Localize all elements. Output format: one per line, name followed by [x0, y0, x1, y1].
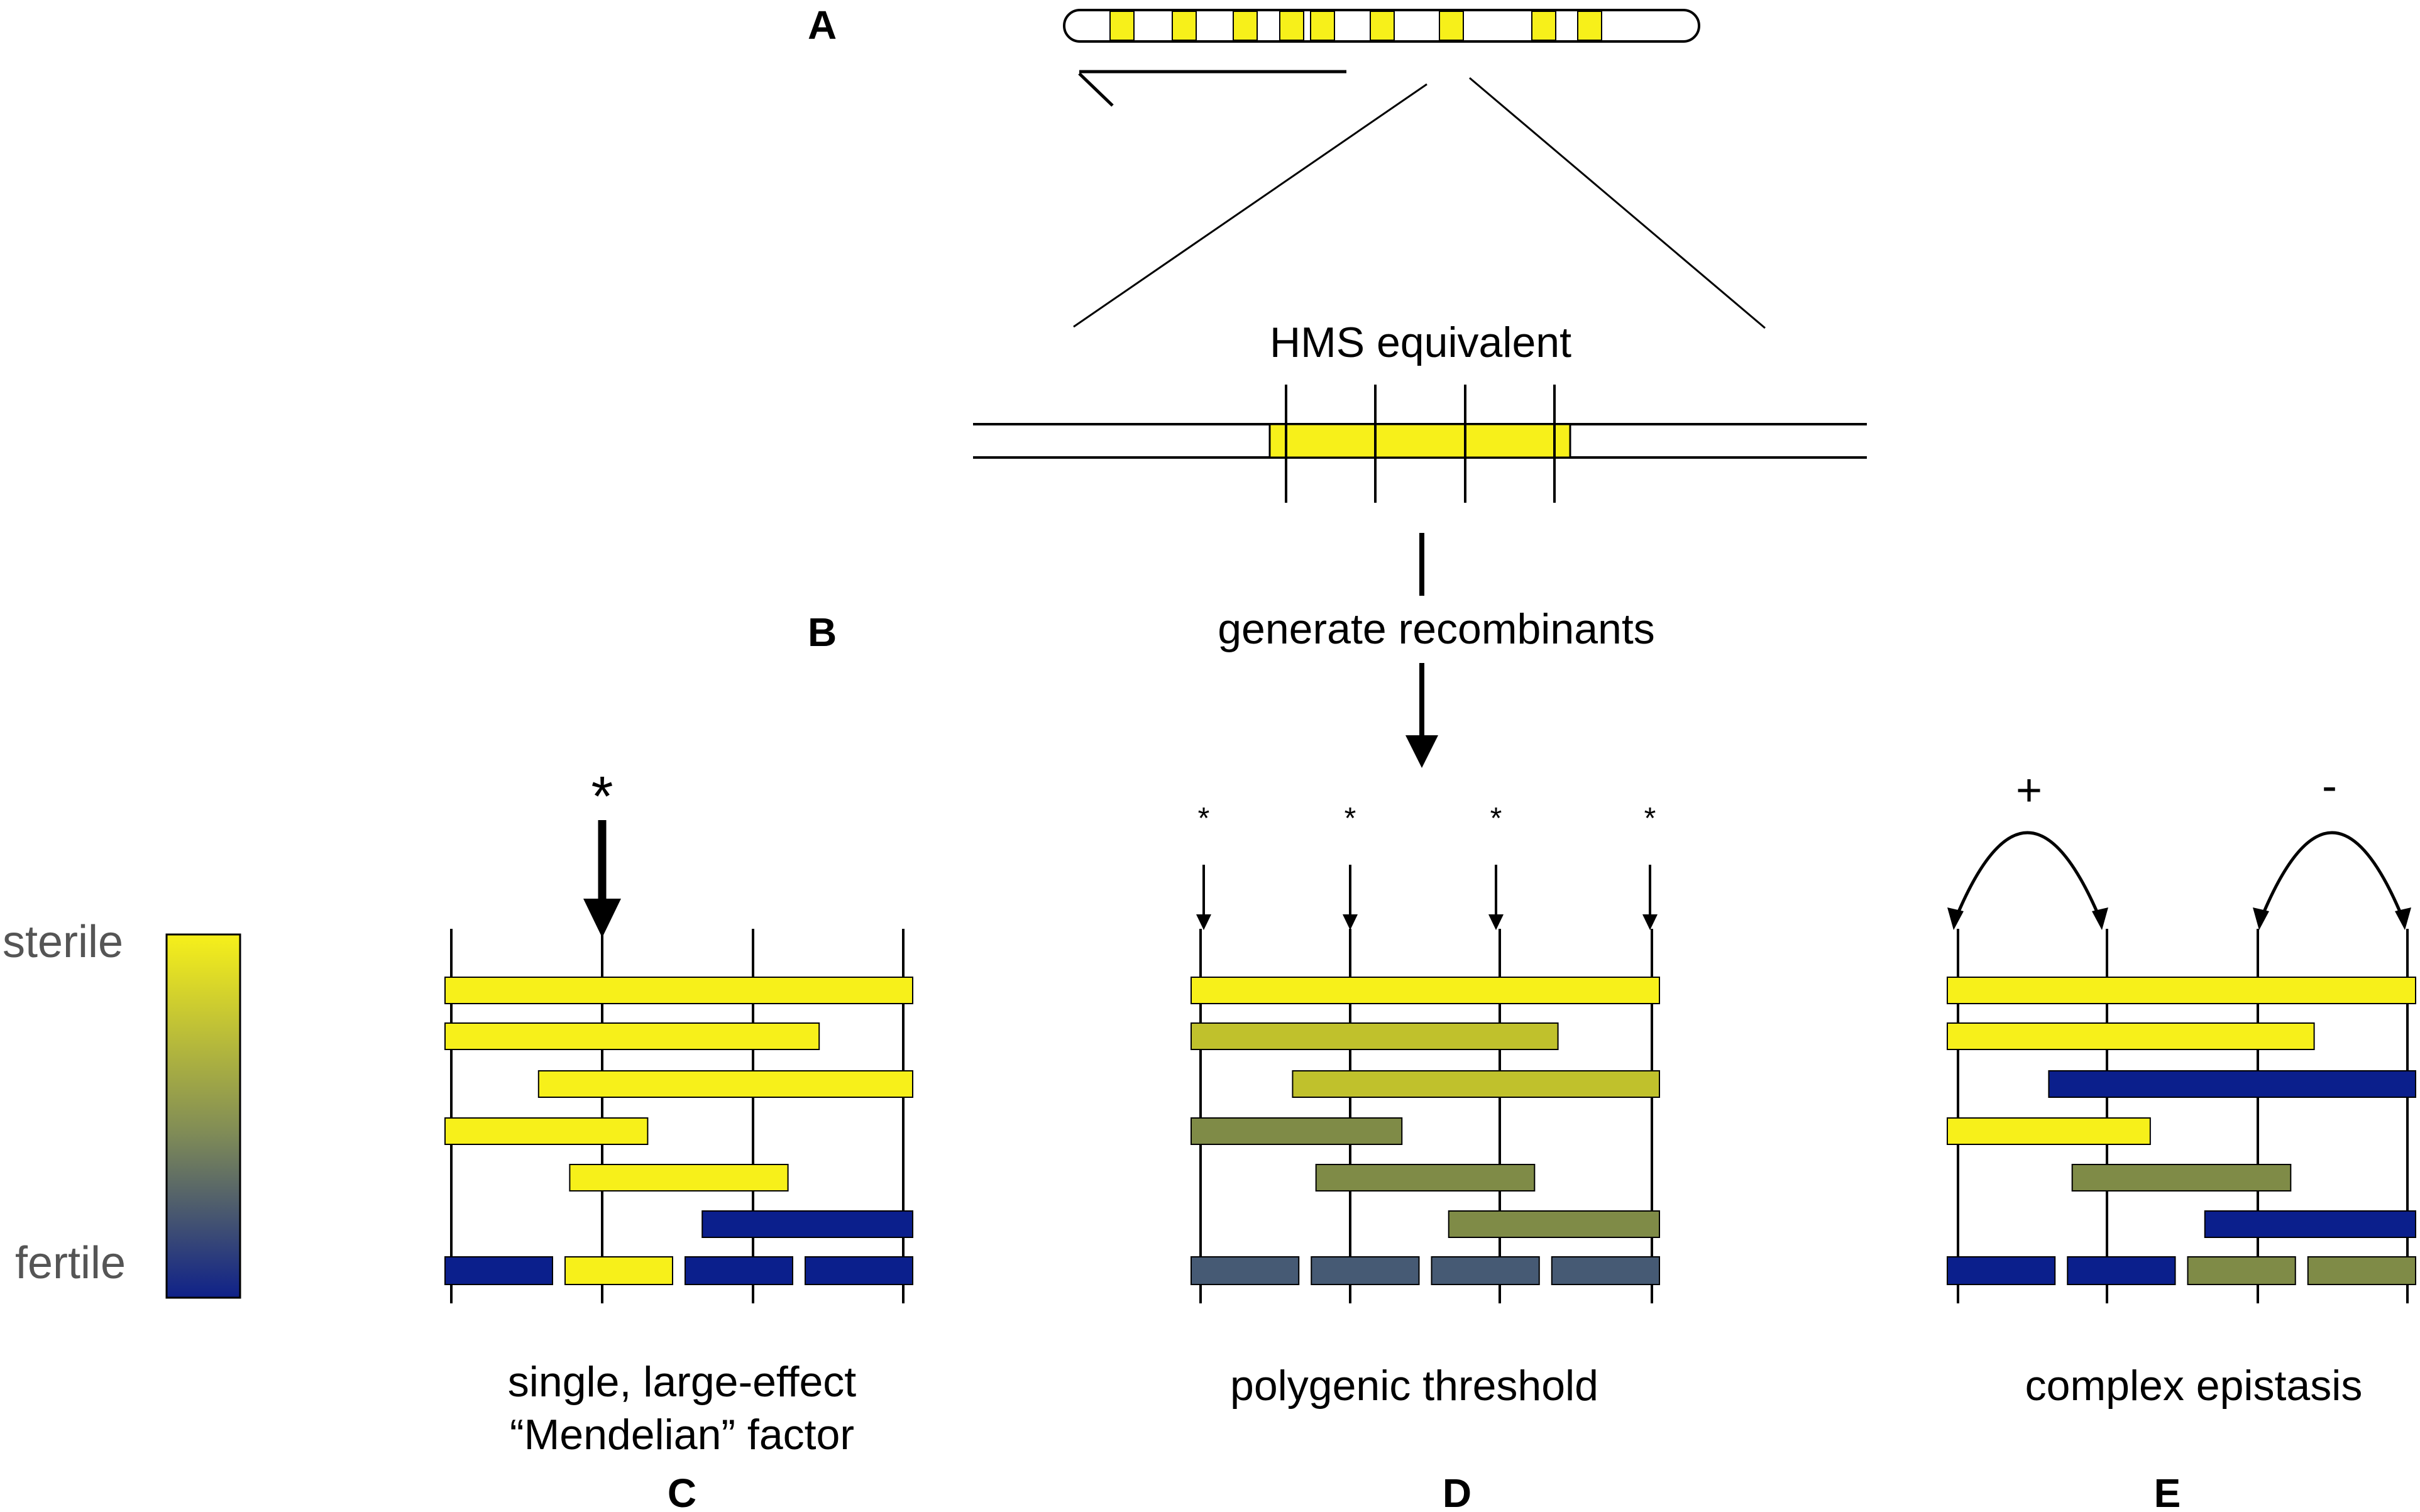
panel-letter-b: B [808, 610, 837, 655]
zoom-line-left [1073, 83, 1427, 328]
chromosome-band [1370, 11, 1395, 41]
panel-letter-c: C [668, 1471, 696, 1512]
single-locus-segment [2307, 1256, 2416, 1285]
chromosome-band [1577, 11, 1602, 41]
centromere-hook [1078, 72, 1114, 107]
single-locus-segment [1551, 1256, 1660, 1285]
large-effect-arrow-head [583, 899, 621, 938]
recombinant-bar [1191, 1022, 1559, 1050]
caption-c-line2: “Mendelian” factor [510, 1411, 854, 1459]
recombinant-bar [537, 1070, 913, 1098]
recombinant-bar [444, 977, 913, 1004]
color-scale: sterile fertile [3, 917, 241, 1299]
recombinant-bar [1191, 977, 1660, 1004]
single-locus-segment [444, 1256, 553, 1285]
caption-c-line1: single, large-effect [508, 1358, 857, 1406]
chromosome-bands [1109, 11, 1602, 41]
single-locus-segment [564, 1256, 673, 1285]
negative-epistasis-arc [2260, 831, 2404, 918]
single-locus-segment [2067, 1256, 2176, 1285]
color-scale-bar [165, 933, 241, 1299]
arc-arrow-head [2253, 907, 2269, 930]
recombinant-bar [1191, 1117, 1403, 1145]
scale-label-sterile: sterile [3, 917, 123, 967]
recombinant-bar [1448, 1210, 1660, 1238]
recombinant-bar [569, 1164, 789, 1192]
recombinant-bar [701, 1210, 913, 1238]
hms-region-label: HMS equivalent [1270, 319, 1571, 366]
hms-region [1268, 423, 1571, 459]
chromosome-band [1109, 11, 1135, 41]
arc-arrow-head [1947, 907, 1964, 930]
single-locus-segment [1191, 1256, 1300, 1285]
panel-a: A [808, 3, 1766, 329]
recombinant-bar [1947, 1022, 2315, 1050]
chromosome-band [1439, 11, 1464, 41]
positive-epistasis-arc [1954, 831, 2101, 918]
caption-d: polygenic threshold [1230, 1362, 1598, 1410]
generate-recombinants-label: generate recombinants [1218, 605, 1655, 653]
chromosome-band [1531, 11, 1556, 41]
single-locus-segment [1431, 1256, 1540, 1285]
single-locus-segment [1947, 1256, 2056, 1285]
single-locus-segment [685, 1256, 793, 1285]
caption-e: complex epistasis [2025, 1362, 2363, 1410]
single-locus-segment [805, 1256, 913, 1285]
zoom-line-right [1469, 77, 1766, 329]
qtl-star-2: * [1345, 802, 1356, 835]
qtl-star-3: * [1490, 802, 1502, 835]
chromosome-band [1310, 11, 1335, 41]
process-arrow-head [1405, 735, 1438, 768]
recombinant-bar [444, 1022, 820, 1050]
recombinant-bar [1947, 977, 2416, 1004]
recombinant-bar [1947, 1117, 2151, 1145]
qtl-star-4: * [1644, 802, 1656, 835]
recombinant-bar [2071, 1164, 2292, 1192]
recombinant-bar [1292, 1070, 1661, 1098]
panel-c: * single, large-effect “Mendelian” facto… [444, 765, 913, 1512]
recombinant-bar [2204, 1210, 2416, 1238]
panel-b: B HMS equivalent generate recombinants [808, 319, 1867, 768]
scale-label-fertile: fertile [15, 1238, 126, 1288]
panel-e: + - complex epistasis E [1947, 761, 2417, 1512]
qtl-star-1: * [1198, 802, 1210, 835]
panel-letter-e: E [2154, 1471, 2181, 1512]
arc-arrow-head [2395, 907, 2411, 930]
recombinant-bar [2048, 1070, 2417, 1098]
chromosome-band [1279, 11, 1304, 41]
small-effect-arrows: * * * * [1196, 802, 1658, 930]
recombinant-bar [444, 1117, 649, 1145]
panel-d: * * * * polygenic threshold D [1191, 802, 1661, 1512]
single-locus-segment [2187, 1256, 2296, 1285]
negative-epistasis-sign: - [2322, 761, 2337, 811]
panel-letter-d: D [1443, 1471, 1471, 1512]
recombinant-bar [1315, 1164, 1536, 1192]
arc-arrow-head [2092, 907, 2108, 930]
panel-letter-a: A [808, 3, 837, 48]
single-locus-segment [1311, 1256, 1420, 1285]
qtl-star: * [591, 765, 613, 828]
positive-epistasis-sign: + [2016, 765, 2042, 816]
chromosome-band [1233, 11, 1258, 41]
chromosome-band [1172, 11, 1197, 41]
